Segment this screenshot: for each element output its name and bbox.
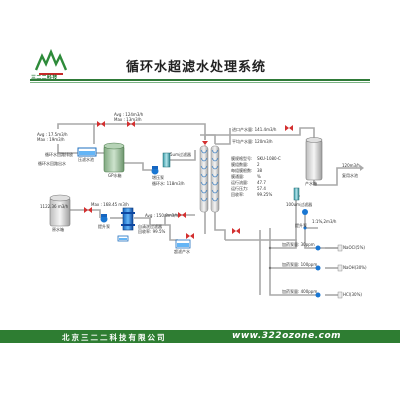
ssf-label: 5um过滤器: [170, 152, 191, 157]
membrane-params: 膜规格型号: SKU-1080-C 膜组数量: 2 每组膜根数: 38 膜通量:% 运…: [231, 156, 281, 198]
reuse-label: 复用水池: [342, 173, 358, 178]
avg-mid-label: Avg : 150.8m3/h: [145, 213, 179, 218]
title-divider: [30, 79, 370, 81]
product-flow-label: 120m3/h: [342, 163, 360, 168]
param-value: SKU-1080-C: [257, 156, 281, 161]
product-tank-label: 产水箱: [305, 181, 317, 186]
ro-filter-label: 100um过滤器: [286, 202, 313, 207]
param-row: 膜规格型号: SKU-1080-C: [231, 156, 281, 162]
company-logo-icon: [34, 48, 68, 75]
raw-flow-label: 1122.36 m3/h: [40, 204, 69, 209]
param-value: 57.4: [257, 186, 266, 191]
param-row: 回收率: 99.25%: [231, 192, 281, 198]
param-row: 运行压力: 57.4: [231, 186, 281, 192]
param-value: %: [257, 174, 261, 179]
max-flow-top2: Max : 13m3/h: [114, 117, 142, 122]
param-key: 膜规格型号:: [231, 156, 253, 161]
auto-clean-filter-icon: [121, 207, 135, 231]
param-key: 运行流量:: [231, 180, 249, 185]
uf-membrane-icon: [199, 145, 220, 213]
param-row: 运行流量: 47.7: [231, 180, 281, 186]
fine-filter-icon: [293, 187, 300, 201]
raw-tank-label: 原水箱: [52, 227, 64, 232]
chem-tank-icons: [337, 244, 343, 299]
param-value: 99.25%: [257, 192, 273, 197]
logo-text: 三二二科技: [31, 75, 58, 81]
param-key: 运行压力:: [231, 186, 249, 191]
param-key: 每组膜根数:: [231, 168, 253, 173]
lift2-label: 提升泵: [295, 223, 307, 228]
booster-pump-icon: [151, 166, 159, 175]
lift-pump-2-icon: [302, 209, 308, 215]
param-row: 每组膜根数: 38: [231, 168, 281, 174]
avg-flow-top2: Avg : 124m3/h: [114, 112, 144, 117]
booster-pump-label: 增压泵: [152, 175, 164, 180]
chem3-label: HCl(30%): [343, 292, 362, 297]
uf-tank-label: 超滤产水: [174, 249, 190, 254]
chem1-label: NaOCl(5%): [343, 245, 365, 250]
param-value: 2: [257, 162, 260, 167]
footer-bar: [0, 330, 400, 343]
dose-ratio-label: 1:1%,2m3/h: [312, 219, 337, 224]
chem2-label: NaOH(30%): [343, 265, 367, 270]
param-row: 膜通量:%: [231, 174, 281, 180]
flow-118-label: 循环水: 118m3/h: [152, 181, 185, 186]
footer-website[interactable]: www.322ozone.com: [232, 331, 342, 341]
circ-return-label: 循环水回路排放: [45, 152, 73, 157]
waste-sump-icon: [117, 235, 129, 242]
perm-flow-label: 平均产水量: 120m3/h: [232, 139, 273, 144]
param-key: 膜组数量:: [231, 162, 249, 167]
max-feed-label: Max : 168.45 m3/h: [91, 202, 129, 207]
dose1-label: 加药泵量: 30ppm: [282, 242, 315, 247]
lift-pump-label: 提升泵: [98, 224, 110, 229]
auto-filter-label: 自清洗过滤器: [138, 224, 162, 229]
raw-water-tank-icon: [49, 194, 71, 227]
dose2-label: 加药泵量: 100ppm: [282, 262, 318, 267]
in-pressure-label: 进口产水量: 141.4m3/h: [232, 127, 277, 132]
title-divider-thin: [30, 82, 370, 83]
footer-company: 北京三二二科技有限公司: [62, 333, 167, 342]
max-flow-top1: Max : 19m3/h: [37, 137, 65, 142]
uf-sump-icon: [175, 239, 191, 249]
circ-return2-label: 循环水回路出水: [38, 161, 66, 166]
param-row: 膜组数量: 2: [231, 162, 281, 168]
gp-tank-label: GP水箱: [108, 173, 122, 178]
lift-pump-icon: [100, 214, 108, 223]
dosing-pump-icons: [315, 245, 321, 298]
avg-flow-top1: Avg : 17.5m3/h: [37, 132, 68, 137]
recovery-label: 回收率: 99.5%: [138, 229, 166, 234]
param-value: 38: [257, 168, 263, 173]
cartridge-filter-icon: [162, 152, 171, 168]
gp-tank-icon: [103, 142, 125, 173]
param-key: 膜通量:: [231, 174, 245, 179]
pressure-tank-label: 压滤水池: [78, 157, 94, 162]
dose3-label: 加药泵量: 400ppm: [282, 289, 318, 294]
param-value: 47.7: [257, 180, 266, 185]
param-key: 回收率:: [231, 192, 245, 197]
page-title: 循环水超滤水处理系统: [126, 60, 267, 75]
return-sump-icon: [77, 147, 97, 157]
valves: [84, 121, 293, 239]
product-tank-icon: [305, 137, 323, 181]
